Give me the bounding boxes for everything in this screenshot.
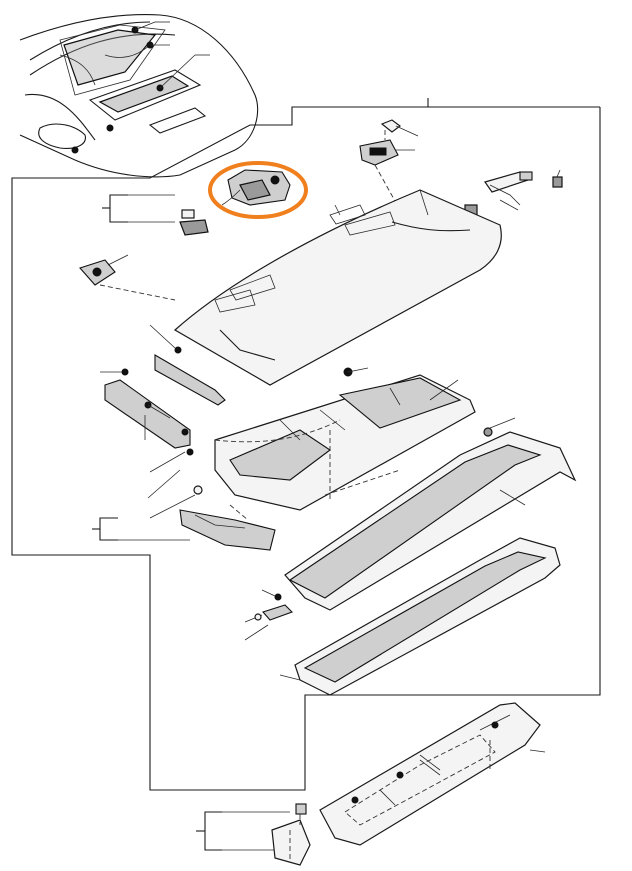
hatch-release-motor[interactable] (221, 169, 291, 206)
vehicle-overview (19, 14, 259, 178)
bracket-group-2 (92, 517, 190, 541)
actuator-block[interactable] (179, 219, 209, 236)
mounting-clip[interactable] (244, 589, 293, 641)
middle-spoiler[interactable] (279, 537, 561, 696)
left-hinge[interactable] (79, 254, 176, 301)
small-clip[interactable] (181, 209, 195, 219)
bracket-group-1 (102, 194, 175, 223)
clip-nut[interactable] (149, 485, 203, 519)
seal-strip[interactable] (149, 324, 226, 406)
upper-spoiler[interactable] (284, 431, 577, 611)
lower-left-bracket[interactable] (179, 504, 276, 551)
hinge-bracket[interactable] (359, 130, 415, 166)
inner-hatch-frame[interactable] (214, 367, 476, 511)
latch-bracket[interactable] (484, 171, 533, 211)
buffer-stop[interactable] (552, 169, 563, 188)
trim-bolt[interactable] (483, 417, 516, 437)
highlight-ring (208, 161, 308, 219)
hatch-glass[interactable] (173, 189, 502, 386)
lower-trim-panel[interactable] (319, 702, 546, 846)
assembly-boundary (11, 98, 601, 791)
latch-striker[interactable] (271, 803, 311, 866)
left-support-bracket[interactable] (100, 368, 194, 499)
hinge-nut[interactable] (380, 119, 419, 137)
